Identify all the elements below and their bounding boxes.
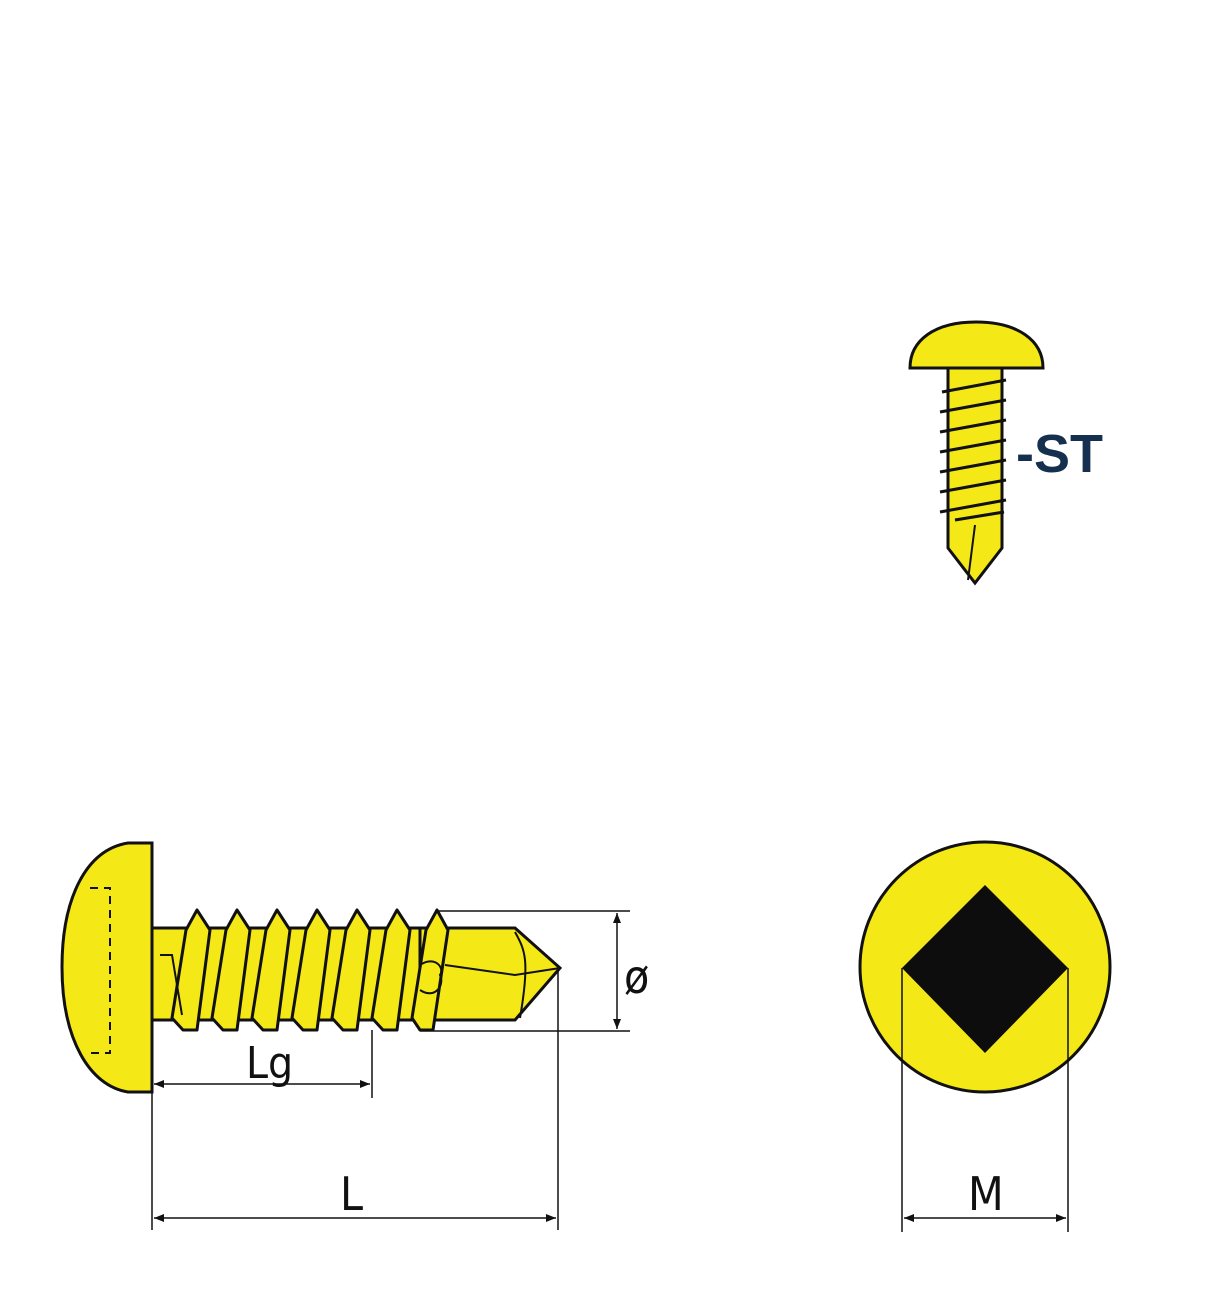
length-label: L [340,1167,363,1221]
recess-dimension [901,968,1069,1232]
diameter-label: ø [624,950,649,1004]
screw-head-side [60,841,154,1094]
side-view-drawing: ø Lg L [60,841,649,1230]
length-dimension [151,970,559,1230]
suffix-label: -ST [1016,424,1103,484]
small-screw-threads [939,378,1007,581]
drill-flute [160,931,561,1019]
thread-length-label: Lg [246,1038,293,1089]
recess-hidden-line [90,887,111,1054]
square-drive-icon [902,885,1068,1053]
head-view-drawing: M [858,840,1112,1232]
small-screw-shank [946,366,1004,586]
small-screw-illustration: -ST [908,320,1103,586]
thread-crests [170,908,450,1032]
diameter-dimension [420,910,630,1032]
recess-label: M [968,1167,1004,1221]
small-screw-head [908,320,1045,370]
thread-length-dimension [154,1030,373,1098]
